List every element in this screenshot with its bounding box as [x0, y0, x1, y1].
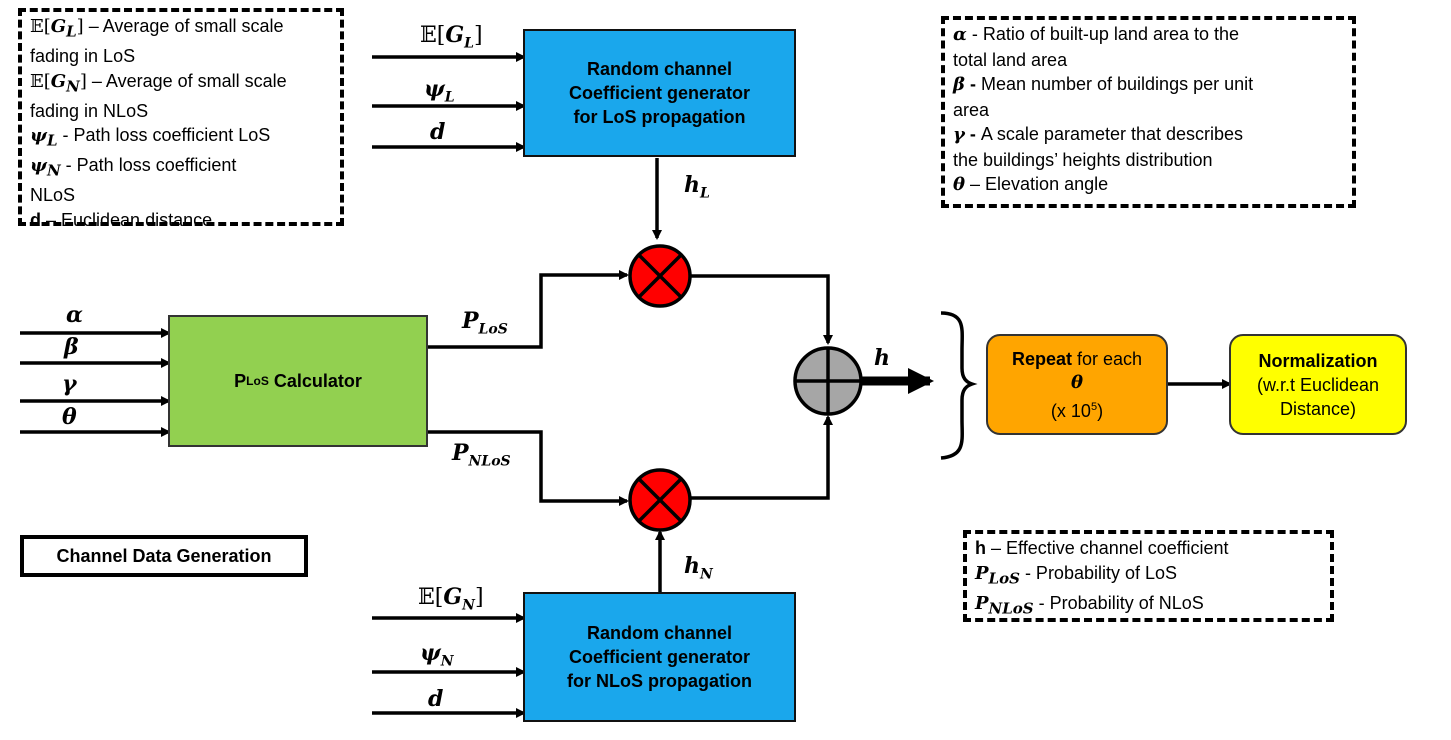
block-text: Coefficient generator [568, 647, 751, 667]
legend-row: total land area [953, 49, 1068, 70]
legend-row: β - Mean number of buildings per unit [953, 74, 1254, 95]
mult-top-to-adder [690, 274, 833, 345]
beta-label: β [64, 334, 79, 360]
los-input-psi-label: ψL [424, 76, 455, 106]
legend-row: NLoS [30, 185, 76, 206]
plos-wire [428, 270, 629, 349]
section-title: Channel Data Generation [20, 535, 308, 577]
block-text: LoS [246, 374, 269, 388]
plos-label: PLoS [462, 308, 508, 338]
block-text: Distance) [1279, 398, 1357, 419]
block-text: Repeat for each [1011, 348, 1143, 369]
legend-row: α - Ratio of built-up land area to the [953, 24, 1240, 45]
legend-row: the buildings’ heights distribution [953, 149, 1213, 170]
multiplier-bottom [628, 468, 692, 532]
expectation-symbol: 𝔼[GN] [30, 70, 87, 96]
legend-row: PNLoS - Probability of NLoS [975, 592, 1204, 618]
legend-outputs: h – Effective channel coefficient PLoS -… [963, 530, 1334, 622]
legend-row: h – Effective channel coefficient [975, 538, 1229, 558]
block-text: Random channel [586, 59, 733, 79]
legend-row: area [953, 99, 990, 120]
block-text: for LoS propagation [573, 107, 746, 127]
block-text: (x 105) [1050, 400, 1104, 421]
los-input-d-label: d [430, 119, 446, 145]
gamma-label: γ [62, 371, 77, 397]
multiplier-top [628, 244, 692, 308]
legend-inputs: 𝔼[GL] – Average of small scale fading in… [18, 8, 344, 230]
legend-row: 𝔼[GL] – Average of small scale [30, 16, 284, 41]
block-text: Coefficient generator [568, 83, 751, 103]
brace [940, 311, 978, 460]
legend-row: fading in LoS [30, 46, 136, 67]
hL-label: hL [684, 172, 710, 202]
theta-symbol: θ [1070, 371, 1083, 393]
legend-row: PLoS - Probability of LoS [975, 562, 1178, 588]
legend-row: ψN - Path loss coefficient [30, 155, 237, 180]
pnlos-label: PNLoS [452, 440, 511, 470]
block-text: Normalization [1258, 350, 1378, 371]
mult-bottom-to-adder [690, 415, 833, 500]
pnlos-wire [428, 430, 629, 506]
nlos-input-d-label: d [428, 686, 444, 712]
block-text: for NLoS propagation [567, 671, 752, 691]
normalization-block: Normalization (w.r.t Euclidean Distance) [1229, 334, 1407, 435]
block-text: Calculator [268, 370, 362, 391]
block-text: Random channel [586, 623, 733, 643]
legend-row: 𝔼[GN] – Average of small scale [30, 70, 287, 96]
legend-row: d – Euclidean distance [30, 209, 213, 230]
theta-label: θ [62, 404, 77, 430]
repeat-block: Repeat for each θ (x 105) [986, 334, 1168, 435]
block-text: (w.r.t Euclidean [1256, 374, 1380, 395]
legend-row: ψL - Path loss coefficient LoS [30, 125, 271, 150]
hN-label: hN [684, 553, 713, 583]
legend-environment: α - Ratio of built-up land area to the t… [941, 16, 1356, 208]
legend-row: γ - A scale parameter that describes [953, 124, 1244, 145]
block-text: P [234, 370, 247, 391]
alpha-label: α [66, 302, 83, 328]
h-label: h [874, 345, 890, 371]
legend-row: θ – Elevation angle [953, 174, 1109, 195]
legend-row: fading in NLoS [30, 100, 149, 121]
nlos-input-psi-label: ψN [420, 640, 454, 670]
nlos-input-g-label: 𝔼[GN] [418, 584, 484, 614]
los-generator-block: Random channel Coefficient generator for… [523, 29, 796, 157]
nlos-generator-block: Random channel Coefficient generator for… [523, 592, 796, 722]
expectation-symbol: 𝔼[GL] [30, 16, 84, 41]
los-input-g-label: 𝔼[GL] [420, 22, 483, 52]
adder [793, 346, 863, 416]
